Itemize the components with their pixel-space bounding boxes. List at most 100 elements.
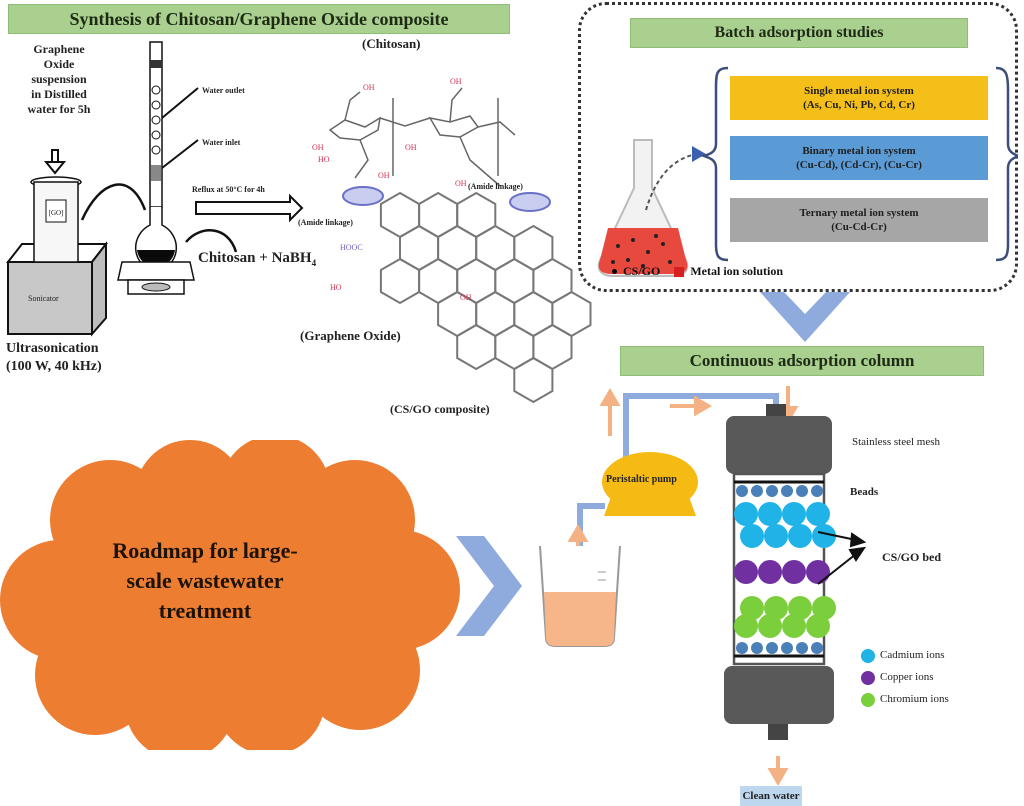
roadmap-line: treatment xyxy=(158,598,252,623)
reflux-condenser xyxy=(149,41,199,208)
ultrasonication-label: Ultrasonication (100 W, 40 kHz) xyxy=(6,340,102,376)
bead xyxy=(751,642,763,654)
go-label-line: suspension xyxy=(31,72,87,86)
pump-label: Peristaltic pump xyxy=(606,474,677,485)
bead xyxy=(766,642,778,654)
ion-particle xyxy=(758,614,782,638)
batch-title-banner: Batch adsorption studies xyxy=(630,18,968,48)
cadmium-legend-dot xyxy=(861,649,875,663)
batch-title: Batch adsorption studies xyxy=(714,24,884,41)
water-outlet-label: Water outlet xyxy=(202,86,245,95)
ion-particle xyxy=(812,524,836,548)
hexagon-ring xyxy=(513,356,554,404)
ion-particle xyxy=(758,502,782,526)
ion-particle xyxy=(734,502,758,526)
ion-layers xyxy=(734,502,836,638)
reagents-subscript: 4 xyxy=(311,258,317,268)
system-title: Ternary metal ion system xyxy=(799,207,919,219)
ion-particle xyxy=(734,560,758,584)
svg-text:HO: HO xyxy=(318,155,330,164)
reagent-arrow xyxy=(185,229,238,253)
column-inlet-nozzle xyxy=(766,404,786,416)
reflux-arrow-icon xyxy=(195,193,304,223)
bead xyxy=(736,485,748,497)
bed-label: CS/GO bed xyxy=(882,550,942,564)
synthesis-title: Synthesis of Chitosan/Graphene Oxide com… xyxy=(69,8,449,29)
legend-metal-ion-label: Metal ion solution xyxy=(690,264,784,278)
dashed-arrow xyxy=(645,153,697,211)
batch-legend: CS/GO Metal ion solution xyxy=(612,264,783,279)
svg-text:OH: OH xyxy=(405,143,417,152)
roadmap-text: Roadmap for large- scale wastewater trea… xyxy=(60,536,350,626)
ion-particle xyxy=(806,560,830,584)
wastewater-beaker xyxy=(539,545,621,647)
ultrasonication-line: Ultrasonication xyxy=(6,341,99,356)
ion-particle xyxy=(734,614,758,638)
hexagon-ring xyxy=(456,323,497,371)
chromium-legend-label: Chromium ions xyxy=(880,693,949,705)
go-beaker: [GO] xyxy=(30,176,82,263)
hot-plate xyxy=(117,261,195,295)
svg-text:OH: OH xyxy=(378,171,390,180)
right-chevron-icon xyxy=(456,536,522,636)
bead xyxy=(781,642,793,654)
column-title: Continuous adsorption column xyxy=(689,351,915,370)
roadmap-line: scale wastewater xyxy=(126,568,284,593)
column-bottom-cap xyxy=(724,666,834,724)
synthesis-apparatus-drawing: [GO] xyxy=(5,41,592,404)
go-label-line: water for 5h xyxy=(27,102,91,116)
mesh-label: Stainless steel mesh xyxy=(852,436,940,448)
bead xyxy=(781,485,793,497)
chromium-legend-dot xyxy=(861,693,875,707)
svg-text:OH: OH xyxy=(450,77,462,86)
synthesis-title-banner: Synthesis of Chitosan/Graphene Oxide com… xyxy=(8,4,510,34)
column-apparatus-drawing xyxy=(539,386,875,786)
svg-text:[GO]: [GO] xyxy=(49,209,64,217)
graphene-oxide-label: (Graphene Oxide) xyxy=(300,328,401,343)
bed-pointer-arrows xyxy=(817,531,867,585)
ion-particle xyxy=(806,502,830,526)
beads-label: Beads xyxy=(850,486,879,498)
ion-particle xyxy=(782,614,806,638)
system-title: Binary metal ion system xyxy=(802,145,916,157)
arrowhead-icon xyxy=(692,146,706,162)
water-inlet-label: Water inlet xyxy=(202,138,241,147)
go-suspension-label: Graphene Oxide suspension in Distilled w… xyxy=(14,42,104,117)
ion-particle xyxy=(788,524,812,548)
copper-legend-label: Copper ions xyxy=(880,671,934,683)
peristaltic-pump xyxy=(602,452,698,516)
clean-water-label: Clean water xyxy=(740,786,802,806)
left-brace xyxy=(700,66,729,262)
beads-layer-top xyxy=(736,485,823,497)
svg-text:OH: OH xyxy=(312,143,324,152)
cadmium-legend-label: Cadmium ions xyxy=(880,649,945,661)
svg-text:HOOC: HOOC xyxy=(340,243,363,252)
ion-particle xyxy=(782,560,806,584)
bead xyxy=(811,485,823,497)
system-title: Single metal ion system xyxy=(804,85,914,97)
transfer-arrow xyxy=(80,183,147,221)
down-chevron-icon xyxy=(760,292,850,342)
ion-particle xyxy=(782,502,806,526)
ion-particle xyxy=(764,524,788,548)
chitosan-structure xyxy=(328,87,516,187)
bead xyxy=(811,642,823,654)
system-metals: (Cu-Cd), (Cd-Cr), (Cu-Cr) xyxy=(796,159,922,171)
ion-particle xyxy=(740,524,764,548)
metal-ion-square-icon xyxy=(674,266,685,277)
sonicator-label: Sonicator xyxy=(28,294,59,303)
bead xyxy=(796,485,808,497)
single-metal-system-box: Single metal ion system (As, Cu, Ni, Pb,… xyxy=(730,76,988,120)
ultrasonication-line: (100 W, 40 kHz) xyxy=(6,359,102,374)
batch-studies-panel xyxy=(578,2,1018,292)
graphene-oxide-lattice xyxy=(379,191,592,404)
bead xyxy=(796,642,808,654)
copper-legend-dot xyxy=(861,671,875,685)
roadmap-cloud xyxy=(0,440,460,750)
reagents-label: Chitosan + NaBH4 xyxy=(198,250,316,268)
amide-linkage-right-label: (Amide linkage) xyxy=(468,182,523,191)
svg-text:OH: OH xyxy=(363,83,375,92)
ion-particle xyxy=(758,560,782,584)
bead xyxy=(751,485,763,497)
column-outlet-nozzle xyxy=(768,724,788,740)
